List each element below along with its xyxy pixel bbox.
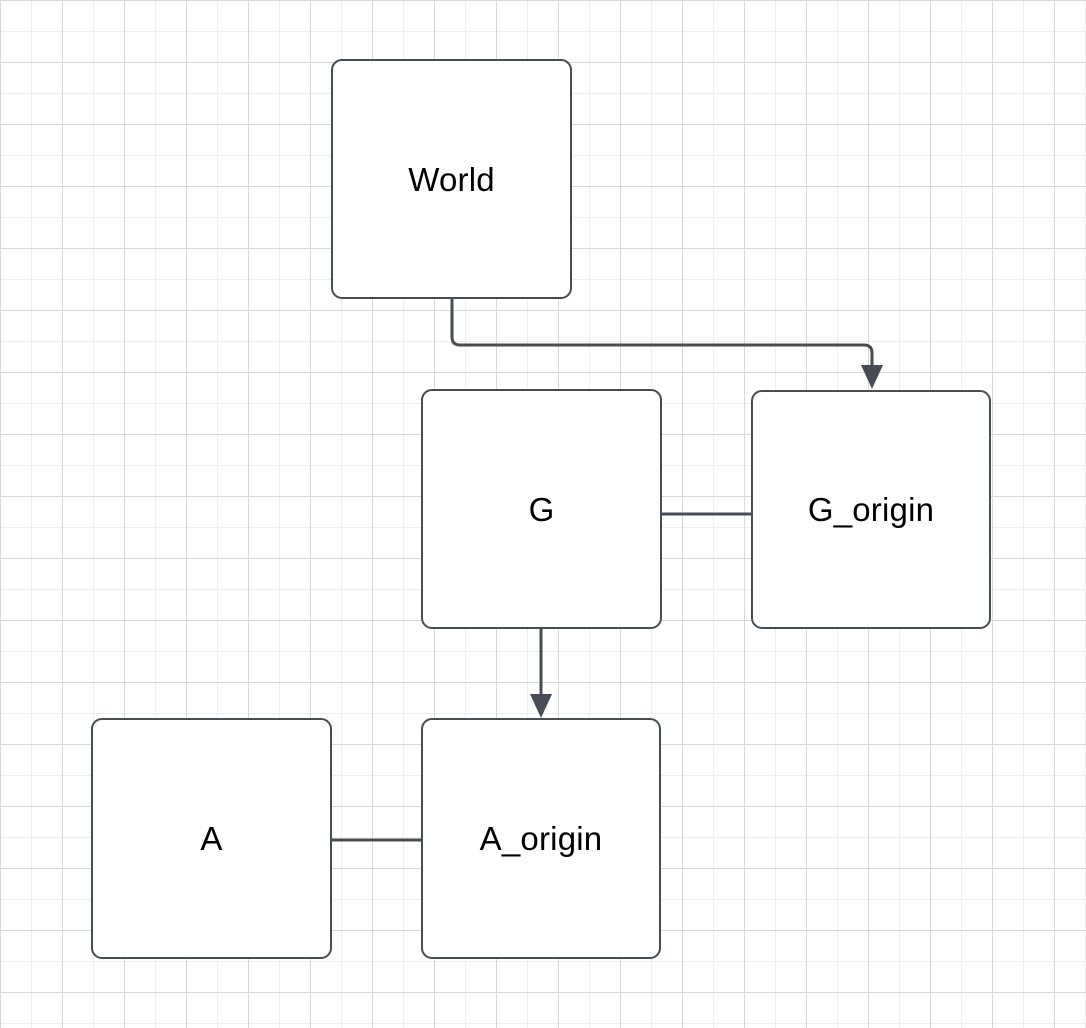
node-label-world: World xyxy=(408,160,495,198)
node-a_origin[interactable]: A_origin xyxy=(421,718,661,959)
arrowhead-icon xyxy=(530,694,552,718)
node-g_origin[interactable]: G_origin xyxy=(751,390,991,629)
node-label-a: A xyxy=(200,820,223,857)
edge-world-to-g_origin xyxy=(450,299,874,366)
node-label-g: G xyxy=(528,490,555,528)
node-g[interactable]: G xyxy=(421,389,662,629)
arrowhead-icon xyxy=(861,365,883,389)
node-label-g_origin: G_origin xyxy=(807,491,935,528)
node-label-a_origin: A_origin xyxy=(479,820,603,857)
node-world[interactable]: World xyxy=(331,59,572,299)
node-a[interactable]: A xyxy=(91,718,332,959)
